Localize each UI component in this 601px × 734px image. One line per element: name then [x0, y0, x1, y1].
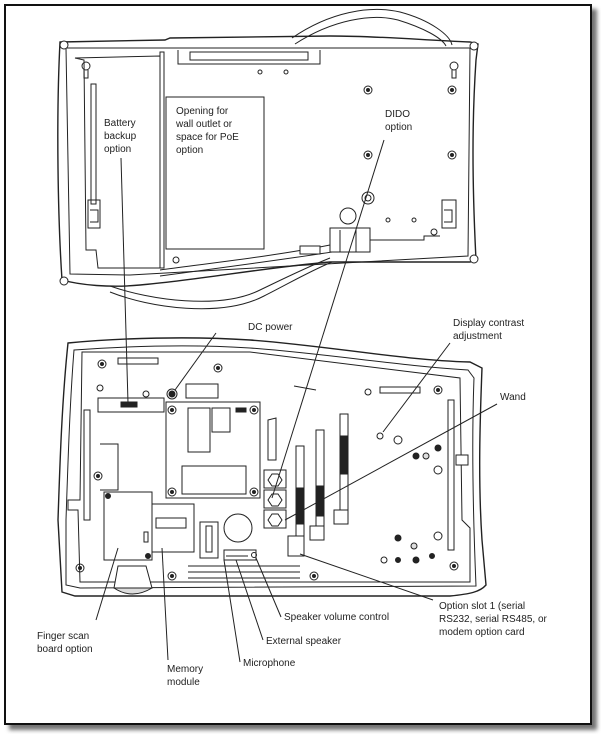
finger-sensor: [113, 565, 153, 589]
screw-icon: [361, 191, 375, 205]
screw-icon: [167, 571, 177, 581]
screw-icon: [75, 563, 85, 573]
display-contrast-pot: [376, 432, 384, 440]
label-dido-option: DIDO option: [385, 109, 413, 133]
screw-icon: [167, 487, 177, 497]
leader-wand: [284, 403, 498, 521]
corner-boss: [59, 40, 69, 50]
screw-icon: [447, 150, 457, 160]
leader-display-contrast: [382, 342, 451, 433]
main-board-view: [57, 337, 487, 597]
divider-wall: [159, 51, 165, 269]
label-finger-scan-board: Finger scan board option: [37, 631, 93, 655]
screw-icon: [447, 85, 457, 95]
opening-wall-outlet-area: [165, 96, 265, 250]
keyhole-mount-icon: [449, 61, 459, 79]
screw-icon: [363, 85, 373, 95]
label-opening-wall-outlet: Opening for wall outlet or space for PoE…: [176, 106, 239, 156]
corner-boss: [59, 276, 69, 286]
leader-dido: [271, 139, 385, 499]
screw-icon: [309, 571, 319, 581]
dc-power-jack: [166, 388, 178, 400]
label-external-speaker: External speaker: [266, 636, 342, 647]
label-wand: Wand: [500, 392, 526, 403]
label-option-slot-1: Option slot 1 (serial RS232, serial RS48…: [439, 601, 547, 638]
speaker-volume-knob: [251, 552, 257, 558]
leader-finger-scan: [95, 547, 119, 621]
battery-rail: [90, 83, 97, 205]
corner-boss: [469, 254, 479, 264]
finger-scan-board: [103, 491, 153, 561]
leader-speaker-volume: [255, 557, 282, 618]
leader-memory: [161, 547, 169, 661]
screw-icon: [449, 561, 459, 571]
label-microphone: Microphone: [243, 658, 296, 669]
label-battery-backup: Battery backup option: [104, 118, 137, 155]
label-display-contrast: Display contrast adjustment: [453, 318, 525, 342]
label-speaker-volume-control: Speaker volume control: [284, 612, 390, 623]
label-memory-module: Memory module: [167, 664, 204, 688]
label-dc-power: DC power: [248, 322, 293, 333]
top-slot: [189, 51, 309, 61]
screw-icon: [363, 150, 373, 160]
back-cover-view: [57, 8, 479, 310]
leader-microphone: [223, 559, 241, 663]
corner-boss: [469, 41, 479, 51]
screw-icon: [249, 405, 259, 415]
rj45-port-icon: [263, 509, 287, 529]
screw-icon: [97, 359, 107, 369]
screw-icon: [213, 363, 223, 373]
screw-icon: [93, 471, 103, 481]
leader-external-speaker: [235, 559, 264, 641]
leader-lines: [95, 139, 498, 663]
keyhole-mount-icon: [81, 61, 91, 79]
rj45-port-icon: [263, 469, 287, 489]
leader-battery: [120, 157, 129, 404]
screw-icon: [167, 405, 177, 415]
speaker-grille: [223, 513, 253, 543]
leader-option-slot: [299, 553, 434, 601]
screw-icon: [433, 385, 443, 395]
leader-dc-power: [174, 332, 217, 391]
screw-icon: [249, 487, 259, 497]
rj45-port-icon: [263, 489, 287, 509]
